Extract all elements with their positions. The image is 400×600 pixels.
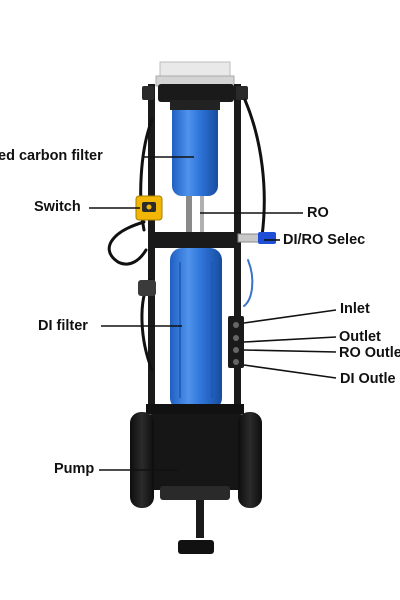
outlet-port-block [228,316,244,368]
leader-inlet [243,309,337,324]
label-ro: RO [307,205,329,221]
label-di-filter: DI filter [38,318,88,334]
di-ro-selector-valve [237,232,276,244]
label-di-outlet: DI Outle [340,371,396,387]
leader-ro-outlet [243,349,337,353]
carbon-filter-housing [170,100,220,196]
leader-outlet [243,336,337,343]
label-pump: Pump [54,461,95,477]
pressure-gauge [138,280,156,296]
leader-di-outlet [243,364,337,379]
di-filter-housing [170,248,222,410]
wheels [130,412,262,508]
label-inlet: Inlet [340,301,370,317]
label-di-ro-selector: DI/RO Selec [283,232,366,248]
filter-head-middle [152,232,238,248]
label-carbon-filter: ed carbon filter [0,148,103,164]
filter-head-top [142,84,248,102]
label-switch: Switch [34,199,81,215]
top-housing [155,61,235,87]
leader-lines [89,156,337,471]
label-outlet: Outlet [339,329,381,345]
label-ro-outlet: RO Outle [339,345,400,361]
pump-base [146,404,244,554]
